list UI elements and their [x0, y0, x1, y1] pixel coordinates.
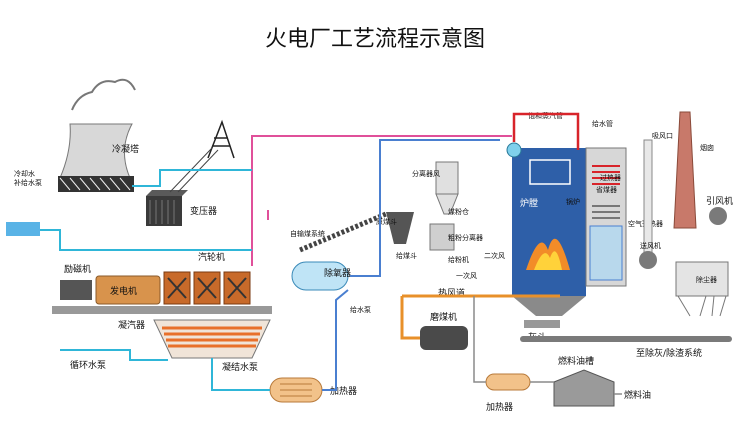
air-preheater	[589, 225, 623, 281]
separator	[435, 161, 459, 215]
coal-mill	[420, 326, 468, 350]
separator-label: 分离器风	[412, 169, 440, 178]
coal-bunker	[386, 212, 414, 244]
coal-system-label: 自输煤系统	[290, 229, 325, 238]
turbine	[163, 271, 251, 305]
pulverized-bin	[429, 223, 455, 251]
chimney-label: 烟囱	[700, 143, 714, 152]
superheater-label: 过热器	[600, 173, 621, 182]
steam-drum	[506, 142, 522, 158]
oil-tank-label: 燃料油槽	[558, 355, 594, 367]
condenser	[153, 319, 271, 359]
generator-label: 发电机	[110, 285, 137, 297]
furnace-label: 炉膛	[520, 197, 538, 209]
turbine-base	[52, 306, 272, 314]
exciter	[60, 280, 92, 300]
fd-fan-label: 送风机	[640, 241, 661, 250]
generator	[95, 275, 161, 305]
oil-tank	[553, 369, 615, 407]
transformer	[146, 190, 188, 226]
exciter-label: 励磁机	[64, 263, 91, 275]
fuel-oil-label: 燃料油	[624, 389, 651, 401]
id-fan	[709, 207, 727, 225]
primary-air-label: 一次风	[456, 271, 477, 280]
ash-hopper	[524, 320, 560, 328]
feed-bunker-label: 给煤斗	[396, 251, 417, 260]
oil-heater-label: 加热器	[486, 401, 513, 413]
transformer-label: 变压器	[190, 205, 217, 217]
feed-pump-label: 给水泵	[350, 305, 371, 314]
feeder-label: 给粉机	[448, 255, 469, 264]
secondary-air-label: 二次风	[484, 251, 505, 260]
turbine-label: 汽轮机	[198, 251, 225, 263]
id-fan-label: 引风机	[706, 195, 733, 207]
cond-pump-label: 凝结水泵	[222, 361, 258, 373]
coarse-sep-label: 粗粉分离器	[448, 233, 483, 242]
coal-conveyor	[299, 211, 387, 253]
deaerator	[291, 261, 349, 291]
pipes	[40, 112, 622, 395]
deaerator-label: 除氧器	[324, 267, 351, 279]
circ-pump-label: 循环水泵	[70, 359, 106, 371]
diagram-title: 火电厂工艺流程示意图	[265, 27, 485, 52]
economizer-label: 省煤器	[596, 185, 617, 194]
coal-bunker-label: 原煤斗	[376, 217, 397, 226]
cooling-tower: 冷凝塔	[58, 78, 139, 192]
saturated-steam-label: 饱和蒸汽管	[528, 111, 563, 120]
feed-pipe-label: 给水管	[592, 119, 613, 128]
air-inlet-label: 吸风口	[652, 132, 673, 140]
chimney	[673, 111, 697, 229]
oil-heater	[485, 373, 531, 391]
condenser-label: 凝汽器	[118, 319, 145, 331]
cooling-water-label: 冷却水	[14, 169, 35, 178]
makeup-water-label: 补给水泵	[14, 178, 42, 187]
water-basin	[6, 222, 40, 236]
boiler	[512, 148, 586, 316]
pulverized-bin-label: 煤粉仓	[448, 207, 469, 216]
power-pylon	[169, 119, 235, 193]
cooling-tower-label: 冷凝塔	[112, 143, 139, 155]
fd-fan	[639, 251, 657, 269]
dust-collector-label: 除尘器	[696, 275, 717, 284]
ash-removal-label: 至除灰/除渣系统	[636, 347, 702, 359]
ash-conveyor	[520, 336, 732, 342]
drum-label: 锅炉	[566, 197, 580, 206]
mill-label: 磨煤机	[430, 311, 457, 323]
dust-collector	[675, 261, 729, 317]
